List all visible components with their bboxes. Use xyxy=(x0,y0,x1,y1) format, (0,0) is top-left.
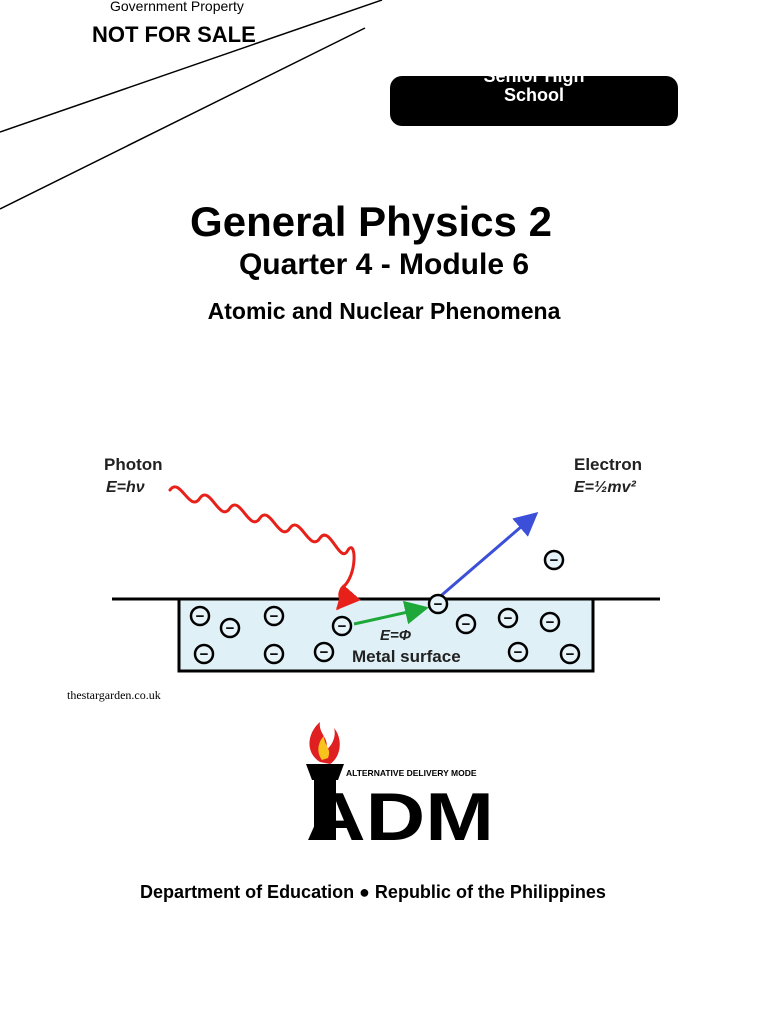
svg-text:−: − xyxy=(546,614,555,631)
svg-text:−: − xyxy=(434,596,443,613)
electron-5: − xyxy=(263,643,285,665)
svg-text:−: − xyxy=(226,620,235,637)
logo-wordmark: ADM xyxy=(306,779,494,844)
electron-10: − xyxy=(497,607,519,629)
electron-2: − xyxy=(219,617,241,639)
electron-9: − xyxy=(455,613,477,635)
electron-12: − xyxy=(507,641,529,663)
badge-line-1: Senior High xyxy=(483,76,585,86)
footer-department: Department of Education ● Republic of th… xyxy=(140,882,606,902)
ejection-arrow xyxy=(435,512,539,602)
svg-text:−: − xyxy=(270,646,279,663)
svg-text:−: − xyxy=(270,608,279,625)
svg-text:−: − xyxy=(566,646,575,663)
corner-diagonal-lines xyxy=(0,0,383,210)
photon-wave xyxy=(168,485,361,611)
government-property-label: Government Property xyxy=(110,0,244,14)
svg-text:−: − xyxy=(338,618,347,635)
svg-text:−: − xyxy=(200,646,209,663)
svg-text:−: − xyxy=(462,616,471,633)
electron-group: −−−−−−−−−−−−−− xyxy=(189,549,581,665)
metal-surface-label: Metal surface xyxy=(352,647,461,666)
module-topic: Atomic and Nuclear Phenomena xyxy=(207,298,561,324)
electron-14: − xyxy=(543,549,565,571)
svg-text:−: − xyxy=(514,644,523,661)
electron-13: − xyxy=(559,643,581,665)
page-title: General Physics 2 xyxy=(190,198,552,245)
logo-caption: ALTERNATIVE DELIVERY MODE xyxy=(346,768,477,778)
electron-3: − xyxy=(263,605,285,627)
energy-transfer-arrow xyxy=(353,600,429,626)
svg-text:−: − xyxy=(196,608,205,625)
electron-energy-label: E=½mv² xyxy=(574,479,636,496)
badge-line-2: School xyxy=(503,85,564,105)
svg-text:−: − xyxy=(550,552,559,569)
electron-label: Electron xyxy=(574,455,642,474)
electron-11: − xyxy=(539,611,561,633)
electron-1: − xyxy=(189,605,211,627)
electron-6: − xyxy=(313,641,335,663)
electron-7: − xyxy=(331,615,353,637)
electron-4: − xyxy=(193,643,215,665)
electron-8: − xyxy=(427,593,449,615)
photon-energy-label: E=hν xyxy=(106,479,145,496)
photoelectric-effect-diagram: −−−−−−−−−−−−−− Photon E=hν Electron E=½m… xyxy=(104,455,660,673)
module-subtitle: Quarter 4 - Module 6 xyxy=(238,248,530,281)
senior-high-school-badge: Senior High School xyxy=(390,76,678,126)
not-for-sale-label: NOT FOR SALE xyxy=(92,22,256,47)
svg-text:−: − xyxy=(320,644,329,661)
adm-logo: ALTERNATIVE DELIVERY MODE ADM xyxy=(306,722,494,844)
image-credit: thestargarden.co.uk xyxy=(67,688,161,702)
photon-label: Photon xyxy=(104,455,163,474)
svg-text:−: − xyxy=(504,610,513,627)
work-function-label: E=Φ xyxy=(380,627,412,644)
